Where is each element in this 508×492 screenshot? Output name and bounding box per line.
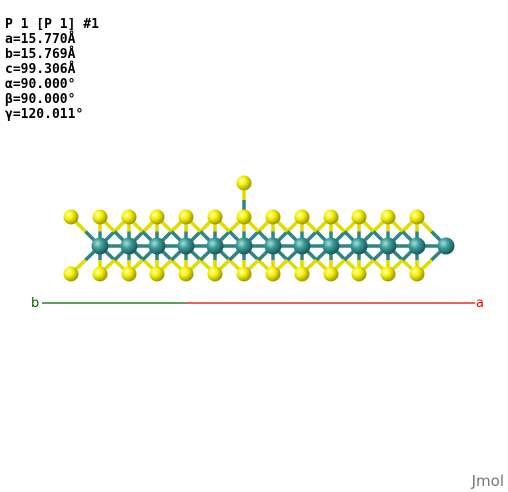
sulfur-atom[interactable]	[351, 209, 367, 225]
axis-a-label: a	[476, 296, 484, 311]
metal-atom[interactable]	[91, 237, 109, 255]
cell-a-label: a=15.770Å	[5, 32, 76, 47]
sulfur-atom[interactable]	[63, 209, 79, 225]
metal-atom[interactable]	[379, 237, 397, 255]
sulfur-atom[interactable]	[351, 266, 367, 282]
sulfur-atom[interactable]	[149, 266, 165, 282]
sulfur-atom[interactable]	[178, 209, 194, 225]
sulfur-atom[interactable]	[121, 266, 137, 282]
unit-cell-info: P 1 [P 1] #1 a=15.770Å b=15.769Å c=99.30…	[5, 17, 99, 122]
metal-atom[interactable]	[264, 237, 282, 255]
sulfur-atom[interactable]	[294, 209, 310, 225]
metal-atom[interactable]	[235, 237, 253, 255]
sulfur-atom[interactable]	[178, 266, 194, 282]
sulfur-atom[interactable]	[323, 209, 339, 225]
space-group-label: P 1 [P 1] #1	[5, 17, 99, 32]
metal-atom[interactable]	[437, 237, 455, 255]
sulfur-atom[interactable]	[380, 209, 396, 225]
metal-atom[interactable]	[322, 237, 340, 255]
cell-beta-label: β=90.000°	[5, 92, 76, 107]
metal-atom[interactable]	[206, 237, 224, 255]
sulfur-atom[interactable]	[409, 266, 425, 282]
sulfur-atom[interactable]	[265, 209, 281, 225]
sulfur-atom[interactable]	[236, 175, 252, 191]
cell-gamma-label: γ=120.011°	[5, 107, 84, 122]
sulfur-atom[interactable]	[323, 266, 339, 282]
sulfur-atom[interactable]	[380, 266, 396, 282]
sulfur-atom[interactable]	[236, 209, 252, 225]
sulfur-atom[interactable]	[149, 209, 165, 225]
axis-b-label: b	[31, 296, 40, 311]
metal-atom[interactable]	[408, 237, 426, 255]
metal-atom[interactable]	[350, 237, 368, 255]
sulfur-atom[interactable]	[409, 209, 425, 225]
sulfur-atom[interactable]	[121, 209, 137, 225]
cell-alpha-label: α=90.000°	[5, 77, 76, 92]
metal-atom[interactable]	[293, 237, 311, 255]
cell-c-label: c=99.306Å	[5, 62, 76, 77]
sulfur-atom[interactable]	[92, 209, 108, 225]
sulfur-atom[interactable]	[92, 266, 108, 282]
sulfur-atom[interactable]	[207, 266, 223, 282]
metal-atom[interactable]	[177, 237, 195, 255]
sulfur-atom[interactable]	[207, 209, 223, 225]
cell-b-label: b=15.769Å	[5, 47, 76, 62]
jmol-logo: Jmol	[471, 472, 504, 490]
sulfur-atom[interactable]	[236, 266, 252, 282]
metal-atom[interactable]	[148, 237, 166, 255]
sulfur-atom[interactable]	[63, 266, 79, 282]
metal-atom[interactable]	[120, 237, 138, 255]
sulfur-atom[interactable]	[265, 266, 281, 282]
sulfur-atom[interactable]	[294, 266, 310, 282]
